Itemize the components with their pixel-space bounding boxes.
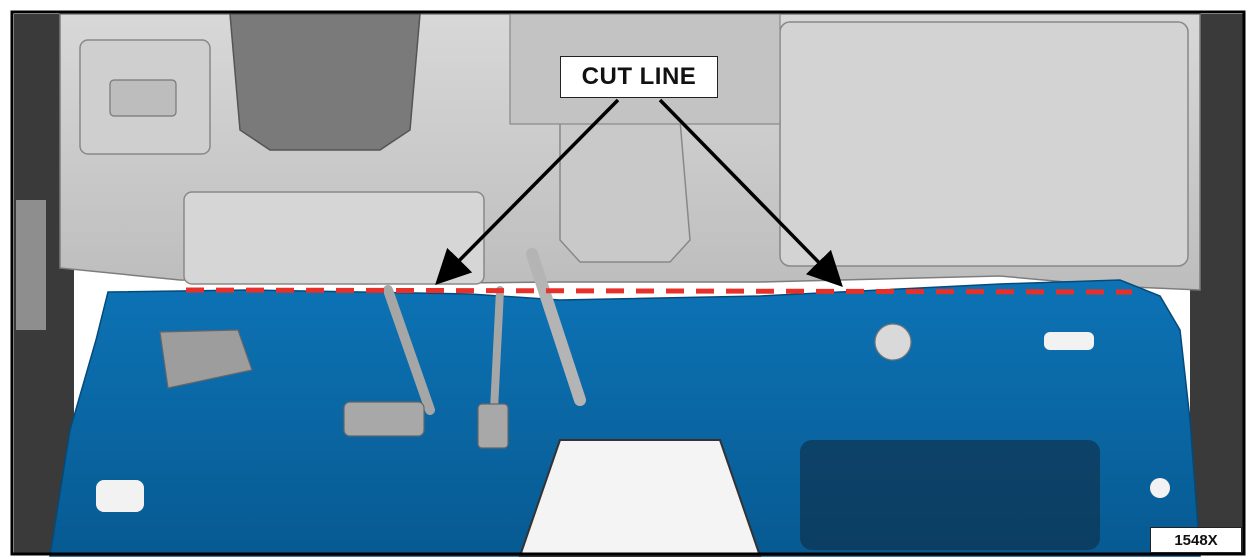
hood-release-handle: [109, 79, 177, 117]
floor-plug-left: [96, 480, 144, 512]
figure-id-label: 1548X: [1150, 527, 1242, 553]
glovebox-panel: [779, 21, 1189, 267]
dead-pedal: [159, 329, 253, 389]
accelerator-pedal: [477, 403, 509, 449]
steering-column: [229, 13, 421, 151]
floor-plug-right: [1150, 478, 1170, 498]
knee-bolster: [183, 191, 485, 285]
accelerator-arm: [490, 286, 504, 414]
grommet: [874, 323, 912, 361]
right-floor-pan: [800, 440, 1100, 550]
left-speaker-grille: [16, 200, 46, 330]
brake-pedal-arm: [383, 285, 435, 415]
shift-linkage: [526, 248, 586, 406]
callout-arrow-left: [435, 98, 620, 285]
figure-frame: [10, 10, 1246, 556]
cut-line-callout: CUT LINE: [560, 56, 718, 98]
floor-tunnel: [518, 439, 762, 557]
brake-pedal: [343, 401, 425, 437]
access-plug: [1044, 332, 1094, 350]
cut-line-path: [185, 287, 1133, 295]
callout-arrow-right: [658, 98, 843, 288]
